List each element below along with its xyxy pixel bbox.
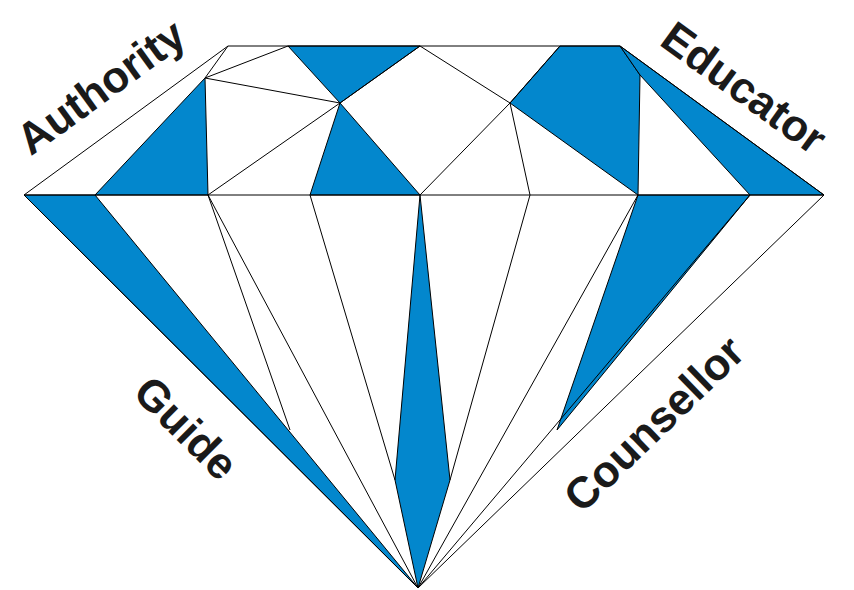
role-label: Counsellor [556,328,752,519]
facet-line [510,103,530,195]
facet [310,103,420,195]
facet-line [450,195,530,480]
facet-line [205,46,560,103]
facet-line [418,195,638,588]
facet-line [208,195,418,588]
facet [288,46,420,103]
facet-line [310,195,395,480]
facet [510,46,640,195]
role-label: Educator [654,14,834,162]
facet-line [208,195,290,430]
diamond-outline [24,46,824,588]
girdle-line [24,195,824,196]
role-label: Guide [126,368,245,487]
facet [395,195,450,588]
role-label: Authority [9,12,193,163]
facet-line [208,103,340,195]
facet-line [205,46,288,78]
facet-line [420,103,510,195]
